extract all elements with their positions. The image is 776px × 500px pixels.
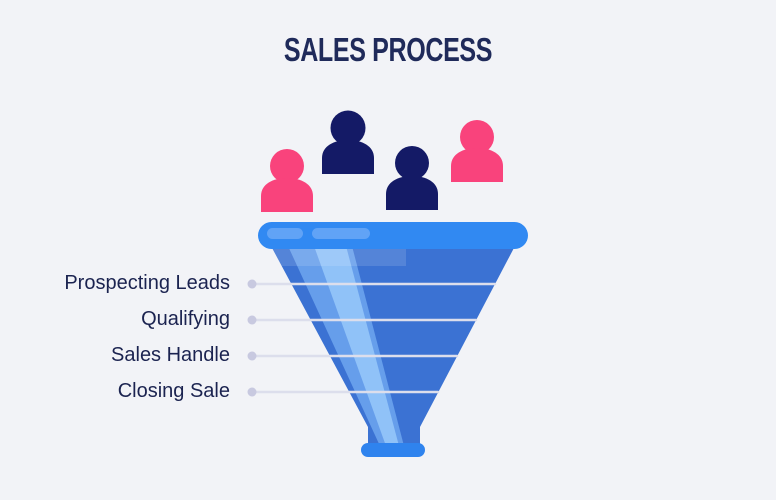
person-icon-pink-right	[451, 120, 503, 182]
person-body	[386, 176, 438, 210]
funnel-highlight-strip	[271, 246, 406, 266]
funnel-stage-label-prospecting: Prospecting Leads	[64, 272, 230, 294]
person-head	[460, 120, 494, 154]
page-title: SALES PROCESS	[283, 31, 493, 68]
person-icon-pink-left	[261, 149, 313, 212]
funnel-stage-label-sales-handle: Sales Handle	[111, 344, 230, 366]
connector-dot	[247, 279, 257, 289]
person-body	[322, 140, 374, 174]
stage-connector-dots	[247, 279, 257, 397]
person-head	[270, 149, 304, 183]
connector-dot	[247, 387, 257, 397]
connector-dot	[247, 315, 257, 325]
person-head	[395, 146, 429, 180]
funnel-highlights	[271, 246, 406, 446]
funnel-rim-highlight-large	[312, 228, 370, 239]
person-body	[261, 178, 313, 212]
person-head	[330, 110, 366, 146]
funnel-rim-highlight-small	[267, 228, 303, 239]
funnel-spout	[361, 443, 425, 457]
funnel-highlight-band-light	[314, 246, 399, 446]
stage-connectors	[252, 282, 497, 394]
audience-icons	[261, 110, 503, 212]
person-icon-navy-small	[386, 146, 438, 210]
connector-dot	[247, 351, 257, 361]
funnel-stage-label-qualifying: Qualifying	[141, 308, 230, 330]
funnel-stage-label-closing: Closing Sale	[117, 380, 230, 402]
person-body	[451, 148, 503, 182]
person-icon-navy-tall	[322, 110, 374, 174]
